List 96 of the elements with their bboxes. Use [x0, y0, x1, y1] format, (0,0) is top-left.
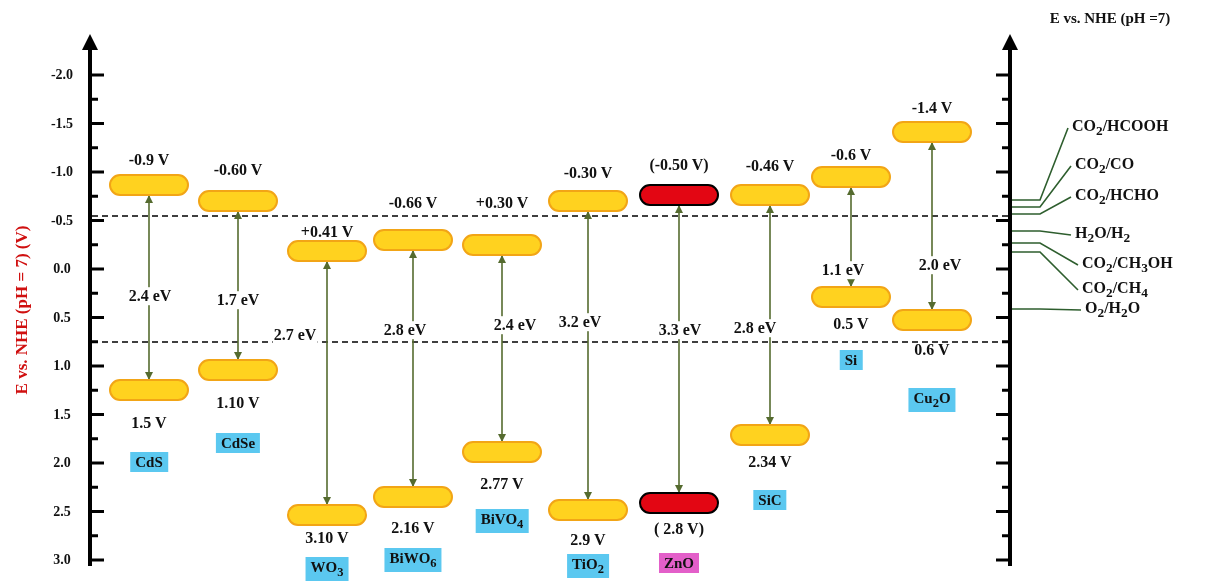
double-arrow — [323, 261, 331, 505]
material-label: ZnO — [659, 553, 699, 573]
edge-label: 1.1 eV — [820, 261, 866, 279]
edge-label: 3.2 eV — [557, 313, 603, 331]
double-arrow — [145, 195, 153, 380]
tick-label: -1.0 — [50, 164, 74, 180]
redox-couple-label: CO$_{2}$/CH$_{4}$ — [1082, 279, 1148, 301]
double-arrow — [409, 250, 417, 487]
material-label: BiWO$_{6}$ — [384, 548, 442, 572]
energy-band — [639, 184, 719, 206]
potential-label: -0.6 V — [830, 146, 872, 164]
tick-label: 0.0 — [53, 261, 71, 277]
potential-label: +0.30 V — [475, 194, 529, 212]
leader-line — [1011, 230, 1072, 236]
leader-line — [1011, 127, 1069, 201]
energy-band — [548, 190, 628, 212]
tick-label: 2.5 — [53, 503, 71, 520]
energy-band — [287, 240, 367, 262]
energy-band — [730, 184, 810, 206]
leader-line — [1011, 308, 1082, 311]
leader-line — [1011, 251, 1079, 291]
double-arrow — [584, 211, 592, 500]
potential-label: 1.5 V — [131, 414, 167, 432]
redox-couple-label: CO$_{2}$/HCOOH — [1072, 117, 1169, 139]
material-label: WO$_{3}$ — [305, 557, 349, 581]
edge-label: 2.8 eV — [382, 321, 428, 339]
energy-band — [109, 174, 189, 196]
tick-label: 3.0 — [53, 552, 71, 568]
energy-band — [373, 486, 453, 508]
tick-label: -2.0 — [50, 67, 74, 83]
energy-band — [287, 504, 367, 526]
energy-band — [811, 166, 891, 188]
material-label: TiO$_{2}$ — [567, 554, 609, 578]
axis-title: E vs. NHE (pH =7) — [1049, 9, 1171, 27]
material-label: Si — [839, 350, 863, 370]
redox-couple-label: O$_{2}$/H$_{2}$O — [1085, 299, 1141, 321]
potential-label: 2.77 V — [480, 475, 524, 493]
redox-couple-label: CO$_{2}$/CH$_{3}$OH — [1082, 254, 1173, 276]
double-arrow — [675, 205, 683, 493]
redox-couple-label: H$_{2}$O/H$_{2}$ — [1075, 224, 1131, 246]
potential-label: -1.4 V — [911, 99, 953, 117]
potential-label: 3.10 V — [305, 529, 349, 547]
redox-couple-label: CO$_{2}$/CO — [1075, 155, 1135, 177]
leader-line — [1011, 242, 1079, 266]
potential-label: 2.34 V — [748, 453, 792, 471]
energy-band — [892, 309, 972, 331]
edge-label: 2.0 eV — [917, 256, 963, 274]
potential-label: -0.66 V — [388, 194, 438, 212]
energy-band — [730, 424, 810, 446]
potential-label: -0.30 V — [563, 164, 613, 182]
material-label: CdS — [130, 452, 168, 472]
edge-label: 2.4 eV — [492, 316, 538, 334]
leader-line — [1011, 165, 1072, 208]
energy-band — [462, 441, 542, 463]
potential-label: -0.60 V — [213, 161, 263, 179]
edge-label: 2.4 eV — [127, 287, 173, 305]
potential-label: 2.16 V — [391, 519, 435, 537]
energy-band — [462, 234, 542, 256]
material-label: BiVO$_{4}$ — [475, 509, 529, 533]
material-label: SiC — [753, 490, 787, 510]
energy-band — [198, 359, 278, 381]
leader-line — [1011, 196, 1072, 215]
potential-label: +0.41 V — [300, 223, 354, 241]
potential-label: -0.46 V — [745, 157, 795, 175]
potential-label: (-0.50 V) — [649, 156, 709, 174]
energy-band — [198, 190, 278, 212]
double-arrow — [928, 142, 936, 310]
tick-label: -0.5 — [50, 212, 74, 229]
tick-label: 0.5 — [53, 309, 71, 326]
energy-band — [639, 492, 719, 514]
edge-label: 1.7 eV — [215, 291, 261, 309]
potential-label: 0.6 V — [914, 341, 950, 359]
potential-label: 2.9 V — [570, 531, 606, 549]
tick-label: 1.5 — [53, 406, 71, 423]
energy-band — [109, 379, 189, 401]
energy-band — [548, 499, 628, 521]
potential-label: 0.5 V — [833, 315, 869, 333]
potential-label: ( 2.8 V) — [654, 520, 704, 538]
tick-label: 2.0 — [53, 455, 71, 471]
edge-label: 2.8 eV — [732, 319, 778, 337]
double-arrow — [234, 211, 242, 360]
potential-label: -0.9 V — [128, 151, 170, 169]
energy-band — [373, 229, 453, 251]
material-label: Cu$_{2}$O — [908, 388, 956, 412]
edge-label: 2.7 eV — [272, 326, 318, 344]
material-label: CdSe — [215, 433, 261, 453]
tick-label: 1.0 — [53, 358, 71, 374]
potential-label: 1.10 V — [216, 394, 260, 412]
double-arrow — [498, 255, 506, 442]
redox-couple-label: CO$_{2}$/HCHO — [1075, 186, 1159, 208]
edge-label: 3.3 eV — [657, 321, 703, 339]
axis-title: E vs. NHE (pH = 7) (V) — [12, 225, 32, 395]
double-arrow — [766, 205, 774, 425]
energy-band — [811, 286, 891, 308]
energy-band — [892, 121, 972, 143]
tick-label: -1.5 — [50, 115, 74, 132]
